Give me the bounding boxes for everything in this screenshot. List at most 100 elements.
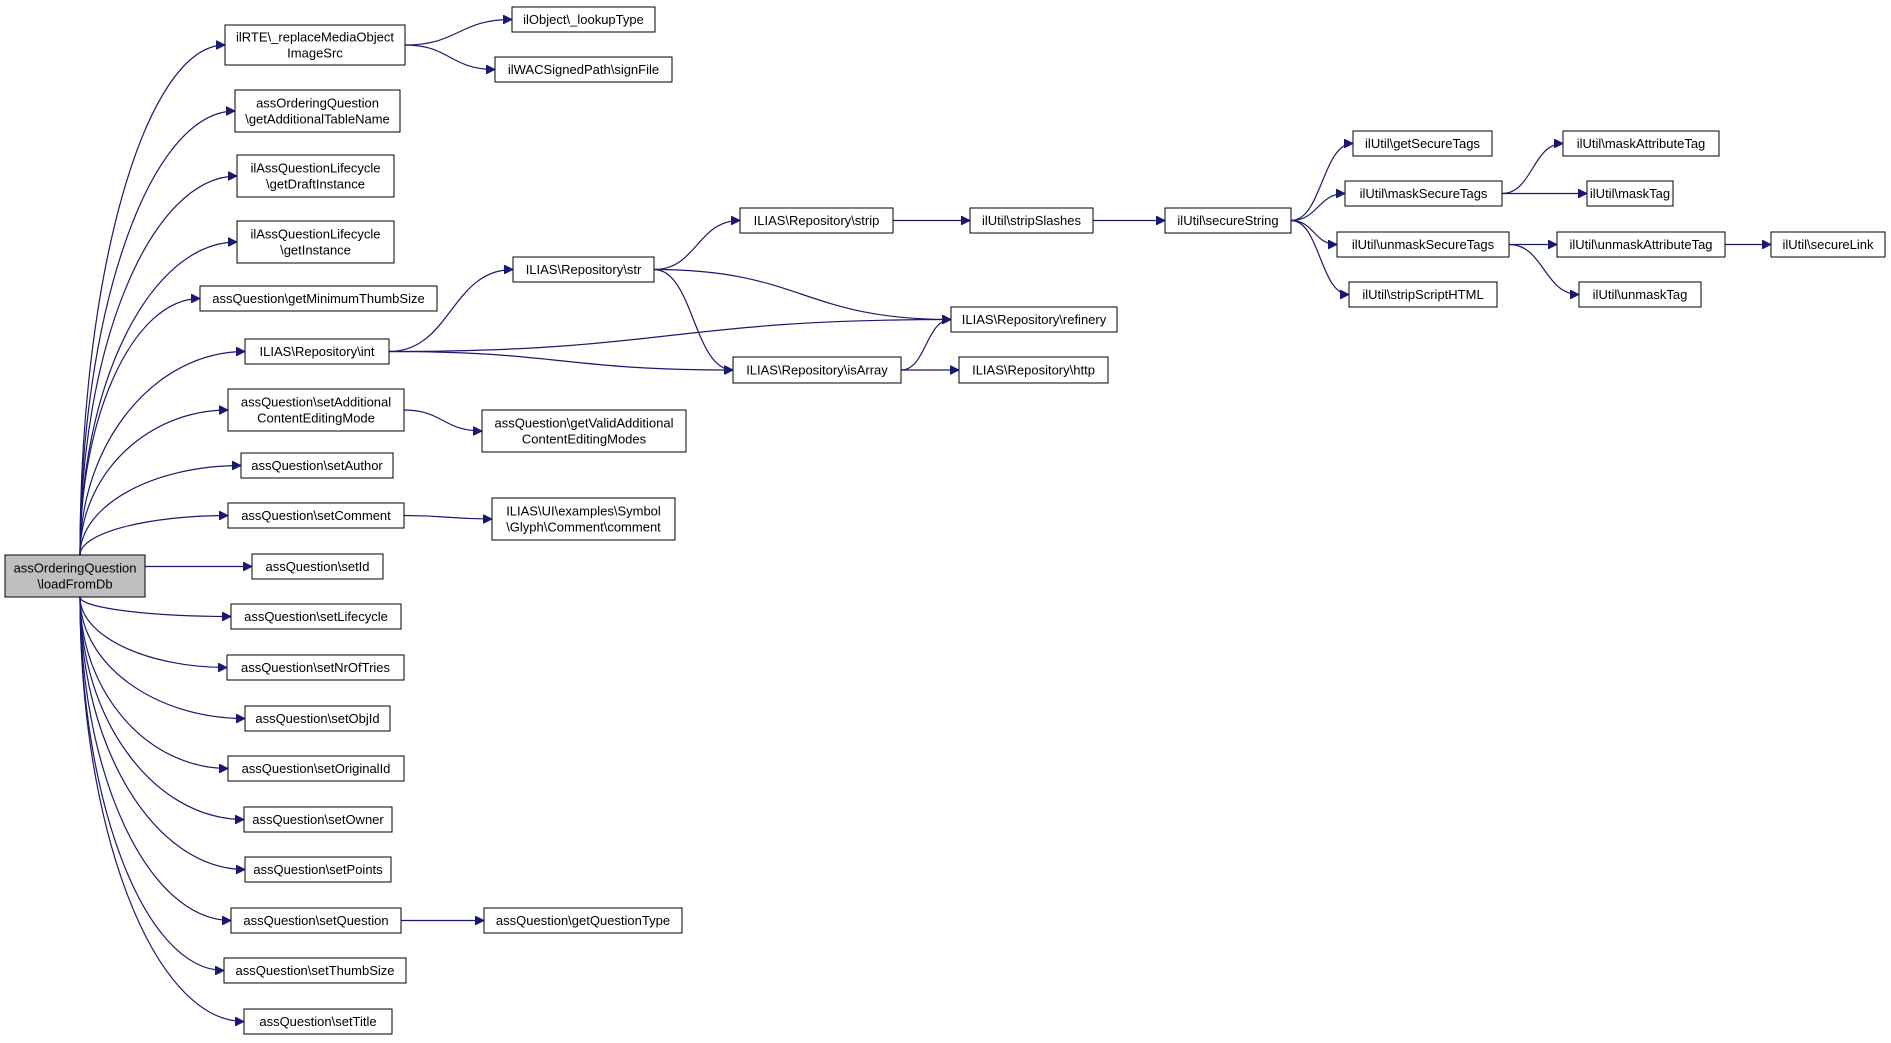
node-ilutil-unmasksecuretags[interactable]: ilUtil\unmaskSecureTags: [1336, 231, 1510, 258]
node-box: [1164, 207, 1292, 234]
node-ilutil-masktag[interactable]: ilUtil\maskTag: [1586, 180, 1674, 207]
node-ilutil-stripscripthtml[interactable]: ilUtil\stripScriptHTML: [1348, 281, 1498, 308]
node-box: [958, 356, 1109, 384]
edge-root-to-n32: [79, 596, 227, 668]
node-label: \getInstance: [280, 243, 351, 258]
node-ilias-repository-int[interactable]: ILIAS\Repository\int: [244, 338, 390, 365]
node-label: assQuestion\setOriginalId: [242, 761, 391, 776]
node-box: [483, 907, 683, 934]
node-box: [243, 1008, 393, 1035]
node-ilassquestionlifecycle-getdraftinstance[interactable]: ilAssQuestionLifecycle\getDraftInstance: [236, 154, 395, 198]
node-ilutil-maskattributetag[interactable]: ilUtil\maskAttributeTag: [1562, 130, 1720, 157]
edge-n9-to-n22: [653, 268, 951, 320]
node-label: \loadFromDb: [37, 577, 112, 592]
node-ilias-repository-isarray[interactable]: ILIAS\Repository\isArray: [732, 356, 902, 384]
node-assquestion-setoriginalid[interactable]: assQuestion\setOriginalId: [227, 755, 405, 782]
edge-root-to-n35: [79, 596, 244, 820]
node-assquestion-setpoints[interactable]: assQuestion\setPoints: [244, 856, 392, 883]
node-label: assQuestion\setNrOfTries: [241, 660, 391, 675]
node-assquestion-settitle[interactable]: assQuestion\setTitle: [243, 1008, 393, 1035]
edge-root-to-n33: [79, 596, 245, 719]
node-box: [223, 957, 407, 984]
node-box: [236, 154, 395, 198]
node-label: assQuestion\setThumbSize: [236, 963, 395, 978]
node-ilobject-lookuptype[interactable]: ilObject\_lookupType: [511, 6, 656, 33]
node-ilias-repository-refinery[interactable]: ILIAS\Repository\refinery: [950, 306, 1118, 333]
node-label: assQuestion\getValidAdditional: [495, 416, 674, 431]
node-box: [512, 256, 655, 283]
node-ilias-repository-str[interactable]: ILIAS\Repository\str: [512, 256, 655, 283]
node-assquestion-getminimumthumbsize[interactable]: assQuestion\getMinimumThumbSize: [199, 285, 438, 312]
node-label: ContentEditingMode: [257, 411, 375, 426]
edge-n8-to-n22: [388, 320, 951, 353]
node-label: ilUtil\secureString: [1177, 213, 1278, 228]
node-ilutil-unmasktag[interactable]: ilUtil\unmaskTag: [1578, 281, 1702, 308]
node-box: [1556, 231, 1726, 258]
node-label: \getDraftInstance: [266, 177, 365, 192]
node-box: [230, 603, 402, 630]
node-label: assQuestion\setLifecycle: [244, 609, 388, 624]
node-ilias-repository-http[interactable]: ILIAS\Repository\http: [958, 356, 1109, 384]
node-assquestion-setthumbsize[interactable]: assQuestion\setThumbSize: [223, 957, 407, 984]
node-ilutil-masksecuretags[interactable]: ilUtil\maskSecureTags: [1344, 180, 1503, 207]
node-assquestion-getvalidadditional-contenteditingmodes[interactable]: assQuestion\getValidAdditionalContentEdi…: [481, 409, 687, 453]
node-label: assQuestion\setOwner: [252, 812, 384, 827]
node-box: [244, 856, 392, 883]
node-label: ILIAS\Repository\refinery: [962, 312, 1107, 327]
node-label: ILIAS\Repository\str: [526, 262, 642, 277]
node-ilias-repository-strip[interactable]: ILIAS\Repository\strip: [739, 207, 894, 234]
node-box: [244, 338, 390, 365]
node-box: [224, 24, 406, 66]
node-box: [234, 89, 401, 133]
node-assquestion-setadditional-contenteditingmode[interactable]: assQuestion\setAdditionalContentEditingM…: [227, 388, 405, 432]
node-label: ContentEditingModes: [522, 432, 647, 447]
node-box: [1586, 180, 1674, 207]
node-box: [227, 502, 405, 529]
node-assquestion-setauthor[interactable]: assQuestion\setAuthor: [240, 452, 394, 479]
node-ilutil-securelink[interactable]: ilUtil\secureLink: [1770, 231, 1886, 258]
edge-root-to-n4: [79, 111, 235, 556]
node-label: assQuestion\setQuestion: [243, 913, 388, 928]
node-box: [244, 705, 391, 732]
node-assquestion-setcomment[interactable]: assQuestion\setComment: [227, 502, 405, 529]
node-assquestion-setobjid[interactable]: assQuestion\setObjId: [244, 705, 391, 732]
node-label: assQuestion\setAdditional: [241, 395, 391, 410]
edge-n17-to-n20: [1508, 243, 1579, 295]
root-node-assorderingquestion-loadfromdb[interactable]: assOrderingQuestion\loadFromDb: [4, 554, 146, 598]
node-box: [230, 907, 402, 934]
edge-root-to-n37: [79, 596, 231, 921]
node-box: [739, 207, 894, 234]
node-label: assQuestion\getMinimumThumbSize: [212, 291, 424, 306]
edge-n9-to-n10: [653, 221, 740, 271]
edge-n12-to-n21: [1290, 219, 1350, 295]
node-box: [969, 207, 1094, 234]
node-label: assQuestion\setPoints: [253, 862, 383, 877]
edge-n25-to-n26: [403, 409, 482, 431]
node-assquestion-setnroftries[interactable]: assQuestion\setNrOfTries: [226, 654, 405, 681]
node-ilutil-unmaskattributetag[interactable]: ilUtil\unmaskAttributeTag: [1556, 231, 1726, 258]
node-assquestion-setlifecycle[interactable]: assQuestion\setLifecycle: [230, 603, 402, 630]
node-ilutil-securestring[interactable]: ilUtil\secureString: [1164, 207, 1292, 234]
node-assquestion-setquestion[interactable]: assQuestion\setQuestion: [230, 907, 402, 934]
node-ilwacsignedpath-signfile[interactable]: ilWACSignedPath\signFile: [494, 56, 673, 83]
edge-n14-to-n15: [1501, 144, 1563, 195]
node-label: ilWACSignedPath\signFile: [508, 62, 659, 77]
node-ilias-ui-examples-symbol-glyph-comment-comment[interactable]: ILIAS\UI\examples\Symbol\Glyph\Comment\c…: [491, 497, 676, 541]
node-box: [240, 452, 394, 479]
node-label: ilUtil\unmaskTag: [1593, 287, 1688, 302]
node-assquestion-setowner[interactable]: assQuestion\setOwner: [243, 806, 393, 833]
node-label: assOrderingQuestion: [256, 96, 379, 111]
node-label: ilUtil\stripSlashes: [982, 213, 1081, 228]
node-label: ilUtil\secureLink: [1782, 237, 1874, 252]
node-label: ilUtil\unmaskSecureTags: [1352, 237, 1495, 252]
node-ilassquestionlifecycle-getinstance[interactable]: ilAssQuestionLifecycle\getInstance: [236, 220, 395, 264]
node-ilutil-getsecuretags[interactable]: ilUtil\getSecureTags: [1352, 130, 1493, 157]
node-assquestion-getquestiontype[interactable]: assQuestion\getQuestionType: [483, 907, 683, 934]
node-assquestion-setid[interactable]: assQuestion\setId: [251, 553, 384, 580]
node-assorderingquestion-getadditionaltablename[interactable]: assOrderingQuestion\getAdditionalTableNa…: [234, 89, 401, 133]
edge-n12-to-n17: [1290, 219, 1337, 245]
node-ilutil-stripslashes[interactable]: ilUtil\stripSlashes: [969, 207, 1094, 234]
edge-root-to-n1: [79, 45, 225, 556]
edge-root-to-n7: [79, 299, 200, 556]
